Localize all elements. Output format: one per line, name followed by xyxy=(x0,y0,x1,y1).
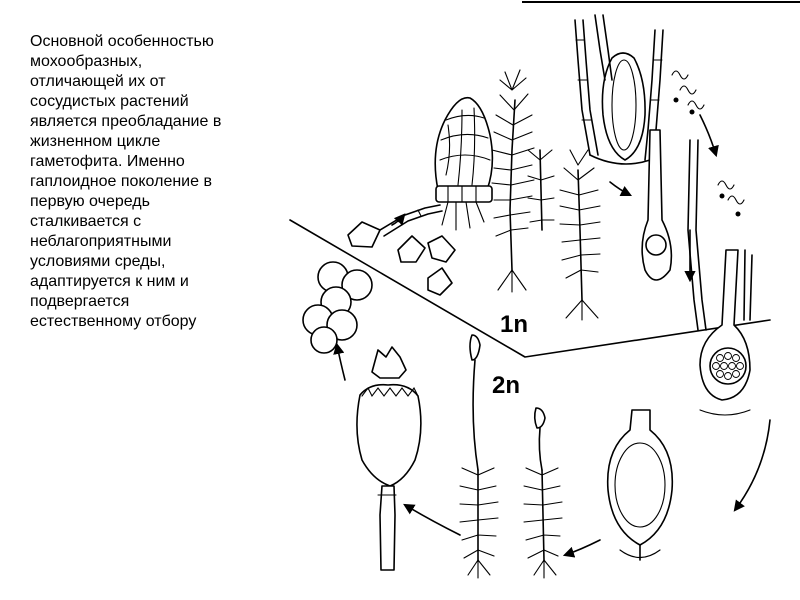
text-line: первую очередь xyxy=(30,193,150,210)
haploid-label: 1n xyxy=(500,311,528,338)
gametophyte-shoot-large xyxy=(491,69,535,293)
ploidy-boundary-line xyxy=(289,219,771,358)
text-line: отличающей их от xyxy=(30,73,166,90)
text-line: сталкивается с xyxy=(30,213,142,230)
zygote-archegonium xyxy=(699,249,753,416)
gametophore-bud xyxy=(434,96,494,231)
moss-capsule xyxy=(356,346,422,571)
protonema xyxy=(379,204,443,237)
sperm-cells xyxy=(671,70,745,217)
text-line: адаптируется к ним и xyxy=(30,273,189,290)
text-line: подвергается xyxy=(30,293,130,310)
antheridium xyxy=(574,14,664,165)
text-line: гаметофита. Именно xyxy=(30,153,185,170)
sporophyte-tall xyxy=(459,334,499,579)
spore-tetrad xyxy=(302,261,373,354)
text-line: жизненном цикле xyxy=(30,133,161,150)
text-line: условиями среды, xyxy=(30,253,166,270)
text-line: естественному отбору xyxy=(30,313,197,330)
description-text: Основной особенностью мохообразных, отли… xyxy=(30,32,280,332)
sporophyte-short xyxy=(523,407,563,579)
archegonium xyxy=(641,129,707,331)
diploid-label: 2n xyxy=(492,372,520,399)
spores xyxy=(347,221,456,296)
text-line: является преобладание в xyxy=(30,113,222,130)
embryo-sporophyte xyxy=(606,409,674,561)
text-line: Основной особенностью xyxy=(30,33,214,50)
gametophyte-shoot-small xyxy=(559,149,601,321)
text-line: сосудистых растений xyxy=(30,93,189,110)
text-line: мохообразных, xyxy=(30,53,143,70)
gametophyte-shoot-back xyxy=(527,149,555,231)
text-line: неблагоприятными xyxy=(30,233,172,250)
cycle-arrows xyxy=(333,114,771,558)
text-line: гаплоидное поколение в xyxy=(30,173,212,190)
